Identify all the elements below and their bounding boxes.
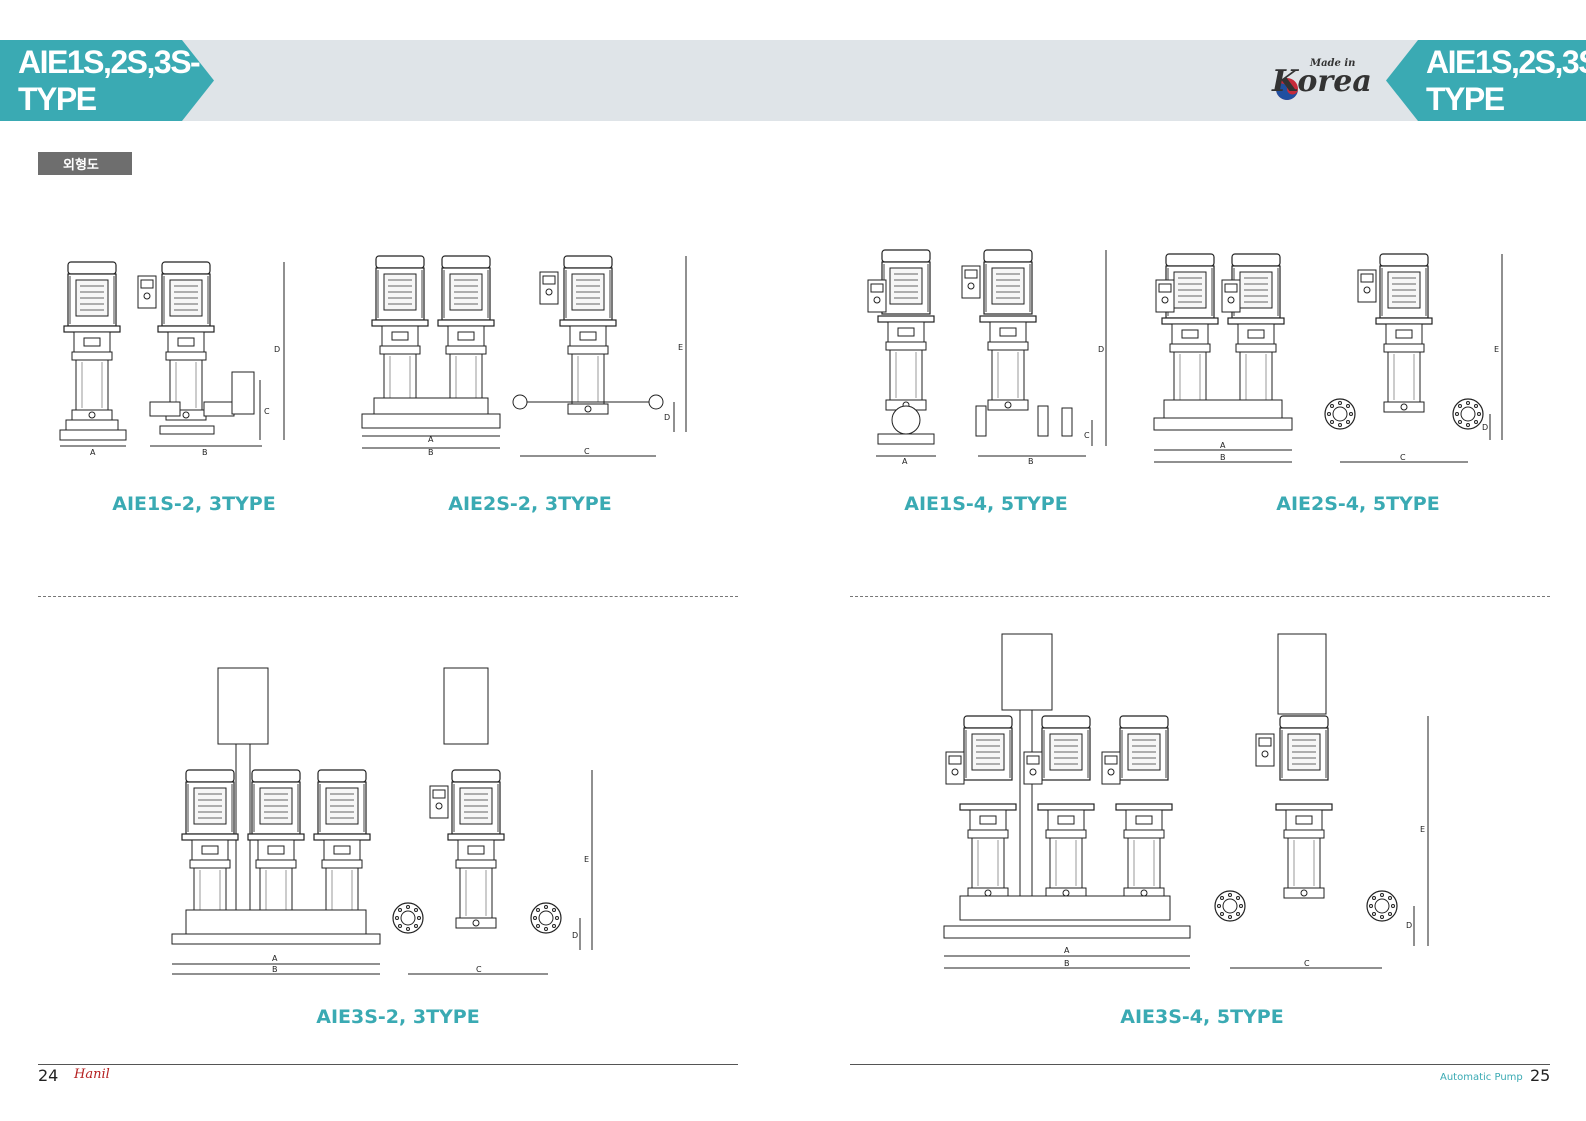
drawing-aie2s-2-3 (361, 255, 687, 457)
dim-label: A (1064, 946, 1070, 955)
dim-label: B (1064, 959, 1070, 968)
drawing-aie3s-4-5 (943, 633, 1429, 969)
dim-label: C (476, 965, 482, 974)
dim-label: A (272, 954, 278, 963)
footer-label: Automatic Pump (1440, 1072, 1523, 1083)
made-in-korea-logo: Made in Korea (1272, 56, 1372, 104)
dim-label: B (272, 965, 278, 974)
dim-label: C (1084, 431, 1090, 440)
page-number-right: 25 (1530, 1066, 1551, 1085)
dim-label: C (1400, 453, 1406, 462)
dims-aie2s-4-5: A B C D E (1220, 345, 1499, 462)
dims-aie2s-2-3: A B C D E (428, 343, 683, 457)
dim-label: E (584, 855, 589, 864)
dim-label: D (1406, 921, 1412, 930)
drawing-aie1s-4-5 (867, 249, 1107, 457)
dim-label: C (1304, 959, 1310, 968)
brand-logo: Hanil (74, 1067, 110, 1082)
dims-aie3s-4-5: A B C D E (1064, 825, 1425, 968)
caption-aie3s-2-3: AIE3S-2, 3TYPE (316, 1006, 480, 1028)
logo-word: Korea (1272, 64, 1372, 99)
right-title-tab: AIE1S,2S,3S-TYPE (1386, 40, 1586, 121)
caption-aie2s-2-3: AIE2S-2, 3TYPE (448, 493, 612, 515)
caption-aie2s-4-5: AIE2S-4, 5TYPE (1276, 493, 1440, 515)
dim-label: E (678, 343, 683, 352)
caption-aie1s-4-5: AIE1S-4, 5TYPE (904, 493, 1068, 515)
dim-label: E (1494, 345, 1499, 354)
dims-aie1s-2-3: A B C D (90, 345, 280, 457)
dim-label: A (1220, 441, 1226, 450)
header-band (0, 40, 1586, 121)
dims-aie3s-2-3: A B C D E (272, 855, 589, 974)
dim-label: D (572, 931, 578, 940)
drawing-aie3s-2-3 (171, 667, 593, 975)
page-number-left: 24 (38, 1066, 59, 1085)
footer-rule-right (850, 1064, 1550, 1065)
left-title-tab: AIE1S,2S,3S-TYPE (0, 40, 214, 121)
divider-left (38, 596, 738, 597)
dims-aie1s-4-5: A B C D (902, 345, 1104, 466)
dim-label: B (1220, 453, 1226, 462)
dim-label: B (202, 448, 208, 457)
caption-aie1s-2-3: AIE1S-2, 3TYPE (112, 493, 276, 515)
dim-label: B (428, 448, 434, 457)
caption-aie3s-4-5: AIE3S-4, 5TYPE (1120, 1006, 1284, 1028)
drawing-aie1s-2-3 (59, 261, 285, 447)
dim-label: D (1482, 423, 1488, 432)
dim-label: D (664, 413, 670, 422)
dim-label: B (1028, 457, 1034, 466)
dim-label: A (902, 457, 908, 466)
drawing-aie2s-4-5 (1153, 253, 1503, 463)
dim-label: E (1420, 825, 1425, 834)
dim-label: D (274, 345, 280, 354)
dim-label: C (584, 447, 590, 456)
dim-label: A (90, 448, 96, 457)
section-badge: 외형도 (38, 152, 132, 175)
footer-rule-left (38, 1064, 738, 1065)
logo-made-in: Made in (1310, 58, 1356, 69)
dim-label: D (1098, 345, 1104, 354)
left-title: AIE1S,2S,3S-TYPE (18, 43, 201, 117)
divider-right (850, 596, 1550, 597)
dim-label: A (428, 435, 434, 444)
dim-label: C (264, 407, 270, 416)
right-title: AIE1S,2S,3S-TYPE (1426, 43, 1586, 117)
taeguk-icon (1276, 78, 1298, 100)
